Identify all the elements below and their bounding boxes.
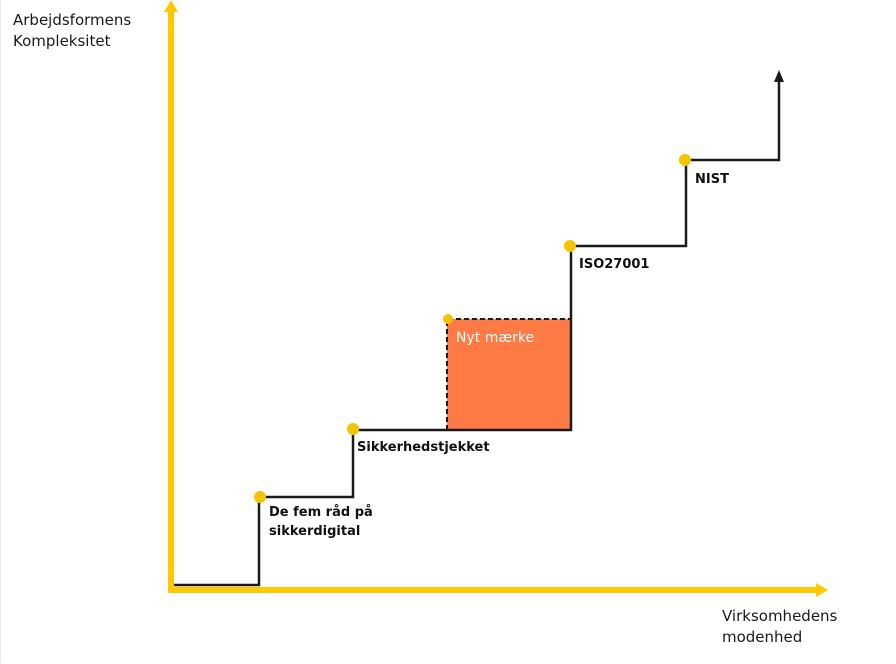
step-label-line: sikkerdigital	[269, 524, 361, 539]
marker-nyt-maerke	[443, 314, 453, 324]
y-axis-label-line1: Arbejdsformens	[13, 11, 132, 29]
y-axis-label-line2: Kompleksitet	[13, 32, 111, 50]
new-mark-dashed-border	[446, 318, 571, 430]
x-axis-label: Virksomhedens modenhed	[722, 606, 837, 648]
x-axis-label-line1: Virksomhedens	[722, 607, 838, 625]
x-axis-label-line2: modenhed	[722, 628, 803, 646]
marker-de-fem-raad	[254, 491, 266, 503]
staircase-arrowhead-icon	[774, 70, 784, 82]
y-axis-label: Arbejdsformens Kompleksitet	[13, 10, 131, 52]
new-mark-box	[447, 319, 571, 430]
marker-nist	[679, 154, 691, 166]
step-label-line: De fem råd på	[269, 505, 373, 520]
x-axis-arrow-icon	[816, 583, 828, 597]
step-label-sikkerhedstjekket: Sikkerhedstjekket	[357, 440, 490, 455]
marker-iso27001	[564, 240, 576, 252]
y-axis-arrow-icon	[164, 0, 178, 12]
step-label-nyt-maerke: Nyt mærke	[456, 330, 535, 346]
step-label-nist: NIST	[695, 172, 729, 187]
marker-sikkerhedstjekket	[347, 423, 359, 435]
step-label-de-fem-raad: De fem råd på sikkerdigital	[269, 503, 373, 541]
step-label-iso27001: ISO27001	[579, 257, 650, 272]
